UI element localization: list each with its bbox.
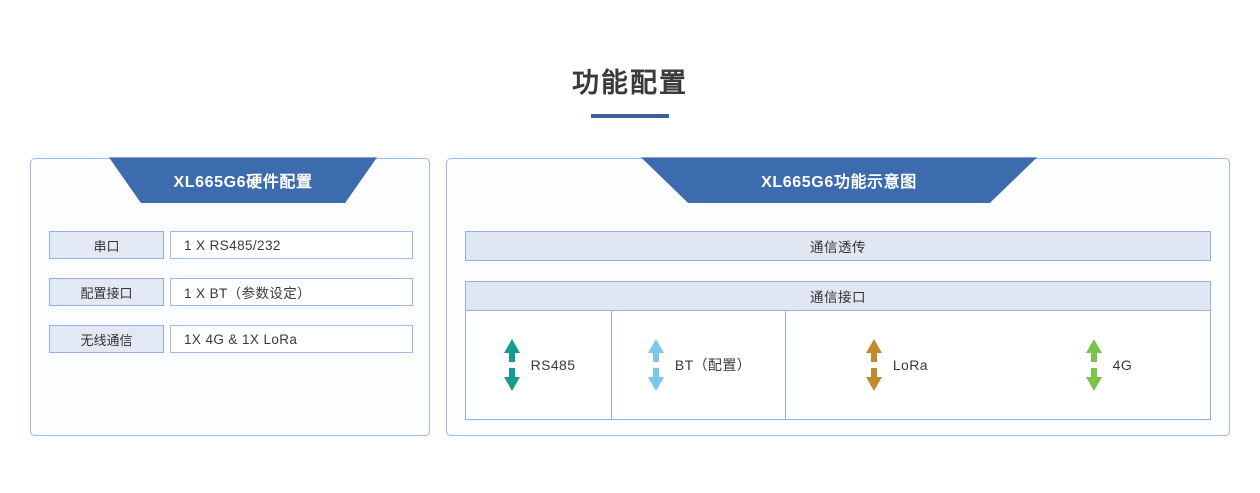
interface-item: BT（配置）	[646, 338, 751, 392]
hardware-config-banner: XL665G6硬件配置	[109, 157, 377, 204]
interface-label: BT（配置）	[674, 357, 752, 373]
spec-value: 1X 4G & 1X LoRa	[170, 325, 413, 353]
page-title: 功能配置	[572, 68, 688, 98]
interface-cell-wireless: LoRa 4G	[786, 311, 1210, 419]
interface-group: 通信接口 RS485	[465, 281, 1211, 420]
interface-item: LoRa	[864, 338, 928, 392]
function-diagram-banner: XL665G6功能示意图	[641, 157, 1037, 204]
spec-row: 配置接口 1 X BT（参数设定）	[49, 278, 413, 306]
title-underline	[591, 114, 669, 118]
double-arrow-icon	[1085, 339, 1102, 391]
interface-group-header: 通信接口	[466, 282, 1210, 311]
spec-value: 1 X BT（参数设定）	[170, 278, 413, 306]
interface-cell-rs485: RS485	[466, 311, 612, 419]
interface-item: RS485	[502, 338, 576, 392]
hardware-spec-list: 串口 1 X RS485/232 配置接口 1 X BT（参数设定） 无线通信 …	[49, 231, 413, 372]
interface-item: 4G	[1084, 338, 1132, 392]
transparent-transmission-bar: 通信透传	[465, 231, 1211, 261]
spec-row: 无线通信 1X 4G & 1X LoRa	[49, 325, 413, 353]
interface-label: 4G	[1112, 357, 1133, 373]
page-title-block: 功能配置	[0, 66, 1260, 118]
function-diagram: 通信透传 通信接口 RS485	[465, 231, 1211, 420]
function-diagram-panel: XL665G6功能示意图 通信透传 通信接口 RS485	[446, 157, 1230, 436]
double-arrow-icon	[647, 339, 664, 391]
double-arrow-icon	[503, 339, 520, 391]
spec-label: 无线通信	[49, 325, 164, 353]
interface-label: RS485	[530, 357, 576, 373]
spec-value: 1 X RS485/232	[170, 231, 413, 259]
double-arrow-icon	[865, 339, 882, 391]
spec-row: 串口 1 X RS485/232	[49, 231, 413, 259]
interface-cells: RS485 BT（配置）	[466, 311, 1210, 419]
spec-label: 配置接口	[49, 278, 164, 306]
interface-cell-bt: BT（配置）	[612, 311, 786, 419]
hardware-config-panel: XL665G6硬件配置 串口 1 X RS485/232 配置接口 1 X BT…	[30, 157, 430, 436]
interface-label: LoRa	[892, 357, 928, 373]
spec-label: 串口	[49, 231, 164, 259]
